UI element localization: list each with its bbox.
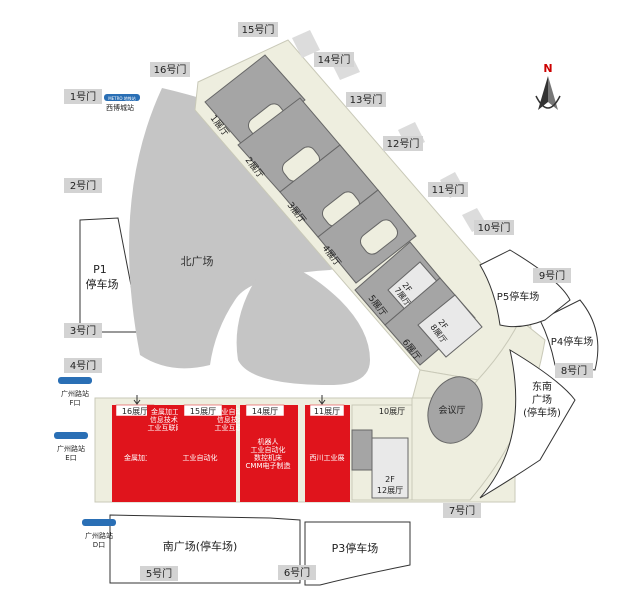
gate-5[interactable]: 5号门 (140, 566, 178, 581)
gate-5-label: 5号门 (146, 567, 172, 580)
hall-8[interactable]: 2F 8展厅 (417, 294, 483, 358)
metro-guangzhou-e[interactable]: 广州路站 E口 (54, 432, 88, 462)
gate-16-label: 16号门 (154, 63, 187, 76)
compass-n-label: N (543, 62, 552, 75)
hall-14-theme-4: CMM电子制造 (246, 461, 291, 470)
hall-12[interactable]: 2F 12展厅 (351, 429, 409, 499)
metro-d-label-2: D口 (93, 541, 105, 549)
hall-15-theme-block: 工业自动化 信息技术/ 工业互联网 (215, 407, 250, 432)
metro-guangzhou-f[interactable]: 广州路站 F口 (58, 377, 92, 407)
metro-f-label-1: 广州路站 (61, 389, 89, 398)
gate-1[interactable]: 1号门 (64, 89, 102, 104)
se-plaza-label-1: 东南 (532, 380, 552, 393)
gate-7[interactable]: 7号门 (443, 503, 481, 518)
p5-label: P5停车场 (497, 290, 539, 303)
metro-logo-icon (54, 432, 88, 439)
hall-15-label: 15展厅 (190, 407, 216, 416)
p3-label: P3停车场 (332, 541, 379, 555)
hall-16-label: 16展厅 (122, 407, 148, 416)
hall-15-theme-2: 信息技术/ (217, 415, 248, 424)
p1-parking-lot[interactable]: P1 停车场 (79, 217, 141, 333)
se-plaza-label-3: (停车场) (523, 406, 561, 419)
gate-2[interactable]: 2号门 (64, 178, 102, 193)
p1-label: P1 (93, 263, 107, 276)
gate-6-label: 6号门 (284, 566, 310, 579)
southeast-plaza[interactable]: 东南 广场 (停车场) (479, 348, 576, 499)
gate-9-label: 9号门 (539, 269, 565, 282)
gate-1-label: 1号门 (70, 90, 96, 103)
hall-15-theme-3: 工业互联网 (215, 423, 250, 432)
gate-3-label: 3号门 (70, 324, 96, 337)
compass-north-arrow-icon: N (535, 62, 561, 110)
hall-14[interactable]: 14展厅 机器人 工业自动化 数控机床 CMM电子制造 (240, 404, 298, 502)
hall-14-theme-2: 工业自动化 (251, 445, 286, 454)
gate-8[interactable]: 8号门 (555, 363, 593, 378)
gate-7-label: 7号门 (449, 504, 475, 517)
hall-11-theme: 西川工业展 (310, 453, 345, 462)
gate-12-label: 12号门 (387, 137, 420, 150)
gate-3[interactable]: 3号门 (64, 323, 102, 338)
gate-15-label: 15号门 (242, 23, 275, 36)
p3-parking-lot[interactable]: P3停车场 (304, 521, 411, 586)
gate-13[interactable]: 13号门 (346, 92, 386, 107)
gate-2-label: 2号门 (70, 179, 96, 192)
hall-14-theme-3: 数控机床 (254, 453, 282, 462)
hall-15[interactable]: 15展厅 工业自动化 (178, 404, 236, 502)
hall-16b-theme-2: 信息技术/ (150, 415, 181, 424)
p1-sublabel: 停车场 (86, 277, 119, 291)
arrow-down-icon (318, 395, 326, 405)
hall-16b-theme-1: 金属加工 (151, 407, 179, 416)
gate-16[interactable]: 16号门 (150, 62, 190, 77)
arrow-down-icon (133, 395, 141, 405)
hall-16b[interactable]: 金属加工 信息技术/ 工业互联网 (147, 405, 183, 502)
gate-8-label: 8号门 (561, 364, 587, 377)
hall-12-label: 12展厅 (377, 486, 403, 495)
hall-14-theme-1: 机器人 (258, 437, 279, 446)
gate-4[interactable]: 4号门 (64, 358, 102, 373)
conference-hall[interactable]: 会议厅 (419, 369, 491, 451)
gate-10-label: 10号门 (478, 221, 511, 234)
metro-logo-icon (104, 94, 140, 101)
south-plaza-label: 南广场(停车场) (163, 539, 238, 553)
hall-12-floor: 2F (385, 475, 395, 484)
hall-16-theme: 金属加工 (124, 453, 152, 462)
metro-logo-icon (58, 377, 92, 384)
gate-13-label: 13号门 (350, 93, 383, 106)
p4-label: P4停车场 (551, 335, 593, 348)
gate-4-label: 4号门 (70, 359, 96, 372)
gate-6[interactable]: 6号门 (278, 565, 316, 580)
gate-11-label: 11号门 (432, 183, 465, 196)
se-plaza-label-2: 广场 (532, 393, 552, 406)
conference-hall-label: 会议厅 (438, 404, 465, 416)
hall-14-label: 14展厅 (252, 407, 278, 416)
metro-xibo-station[interactable]: METRO 地铁站 西博城站 (104, 94, 140, 112)
south-plaza[interactable]: 南广场(停车场) (109, 514, 301, 584)
hall-11-label: 11展厅 (314, 407, 340, 416)
gate-11[interactable]: 11号门 (428, 182, 468, 197)
p4-parking-lot[interactable]: P4停车场 (539, 299, 599, 371)
hall-15-theme-1: 工业自动化 (215, 407, 250, 416)
gate-12[interactable]: 12号门 (383, 136, 423, 151)
hall-4[interactable]: 4展厅 (317, 189, 417, 284)
hall-16b-theme-3: 工业互联网 (148, 423, 183, 432)
metro-e-label-2: E口 (65, 454, 76, 462)
hall-15b-theme: 工业自动化 (183, 453, 218, 462)
metro-d-label-1: 广州路站 (85, 531, 113, 540)
gate-10[interactable]: 10号门 (474, 220, 514, 235)
metro-xibo-label: 西博城站 (106, 103, 134, 112)
metro-guangzhou-d[interactable]: 广州路站 D口 (82, 519, 116, 549)
hall-10-label: 10展厅 (379, 407, 405, 416)
metro-e-label-1: 广州路站 (57, 444, 85, 453)
gate-15[interactable]: 15号门 (238, 22, 278, 37)
metro-f-label-2: F口 (69, 399, 80, 407)
gate-9[interactable]: 9号门 (533, 268, 571, 283)
north-plaza-label: 北广场 (181, 254, 214, 268)
gate-14-label: 14号门 (318, 53, 351, 66)
gate-14[interactable]: 14号门 (314, 52, 354, 67)
metro-logo-icon (82, 519, 116, 526)
hall-11[interactable]: 11展厅 西川工业展 (305, 404, 350, 502)
metro-logo-text: METRO 地铁站 (108, 95, 136, 101)
